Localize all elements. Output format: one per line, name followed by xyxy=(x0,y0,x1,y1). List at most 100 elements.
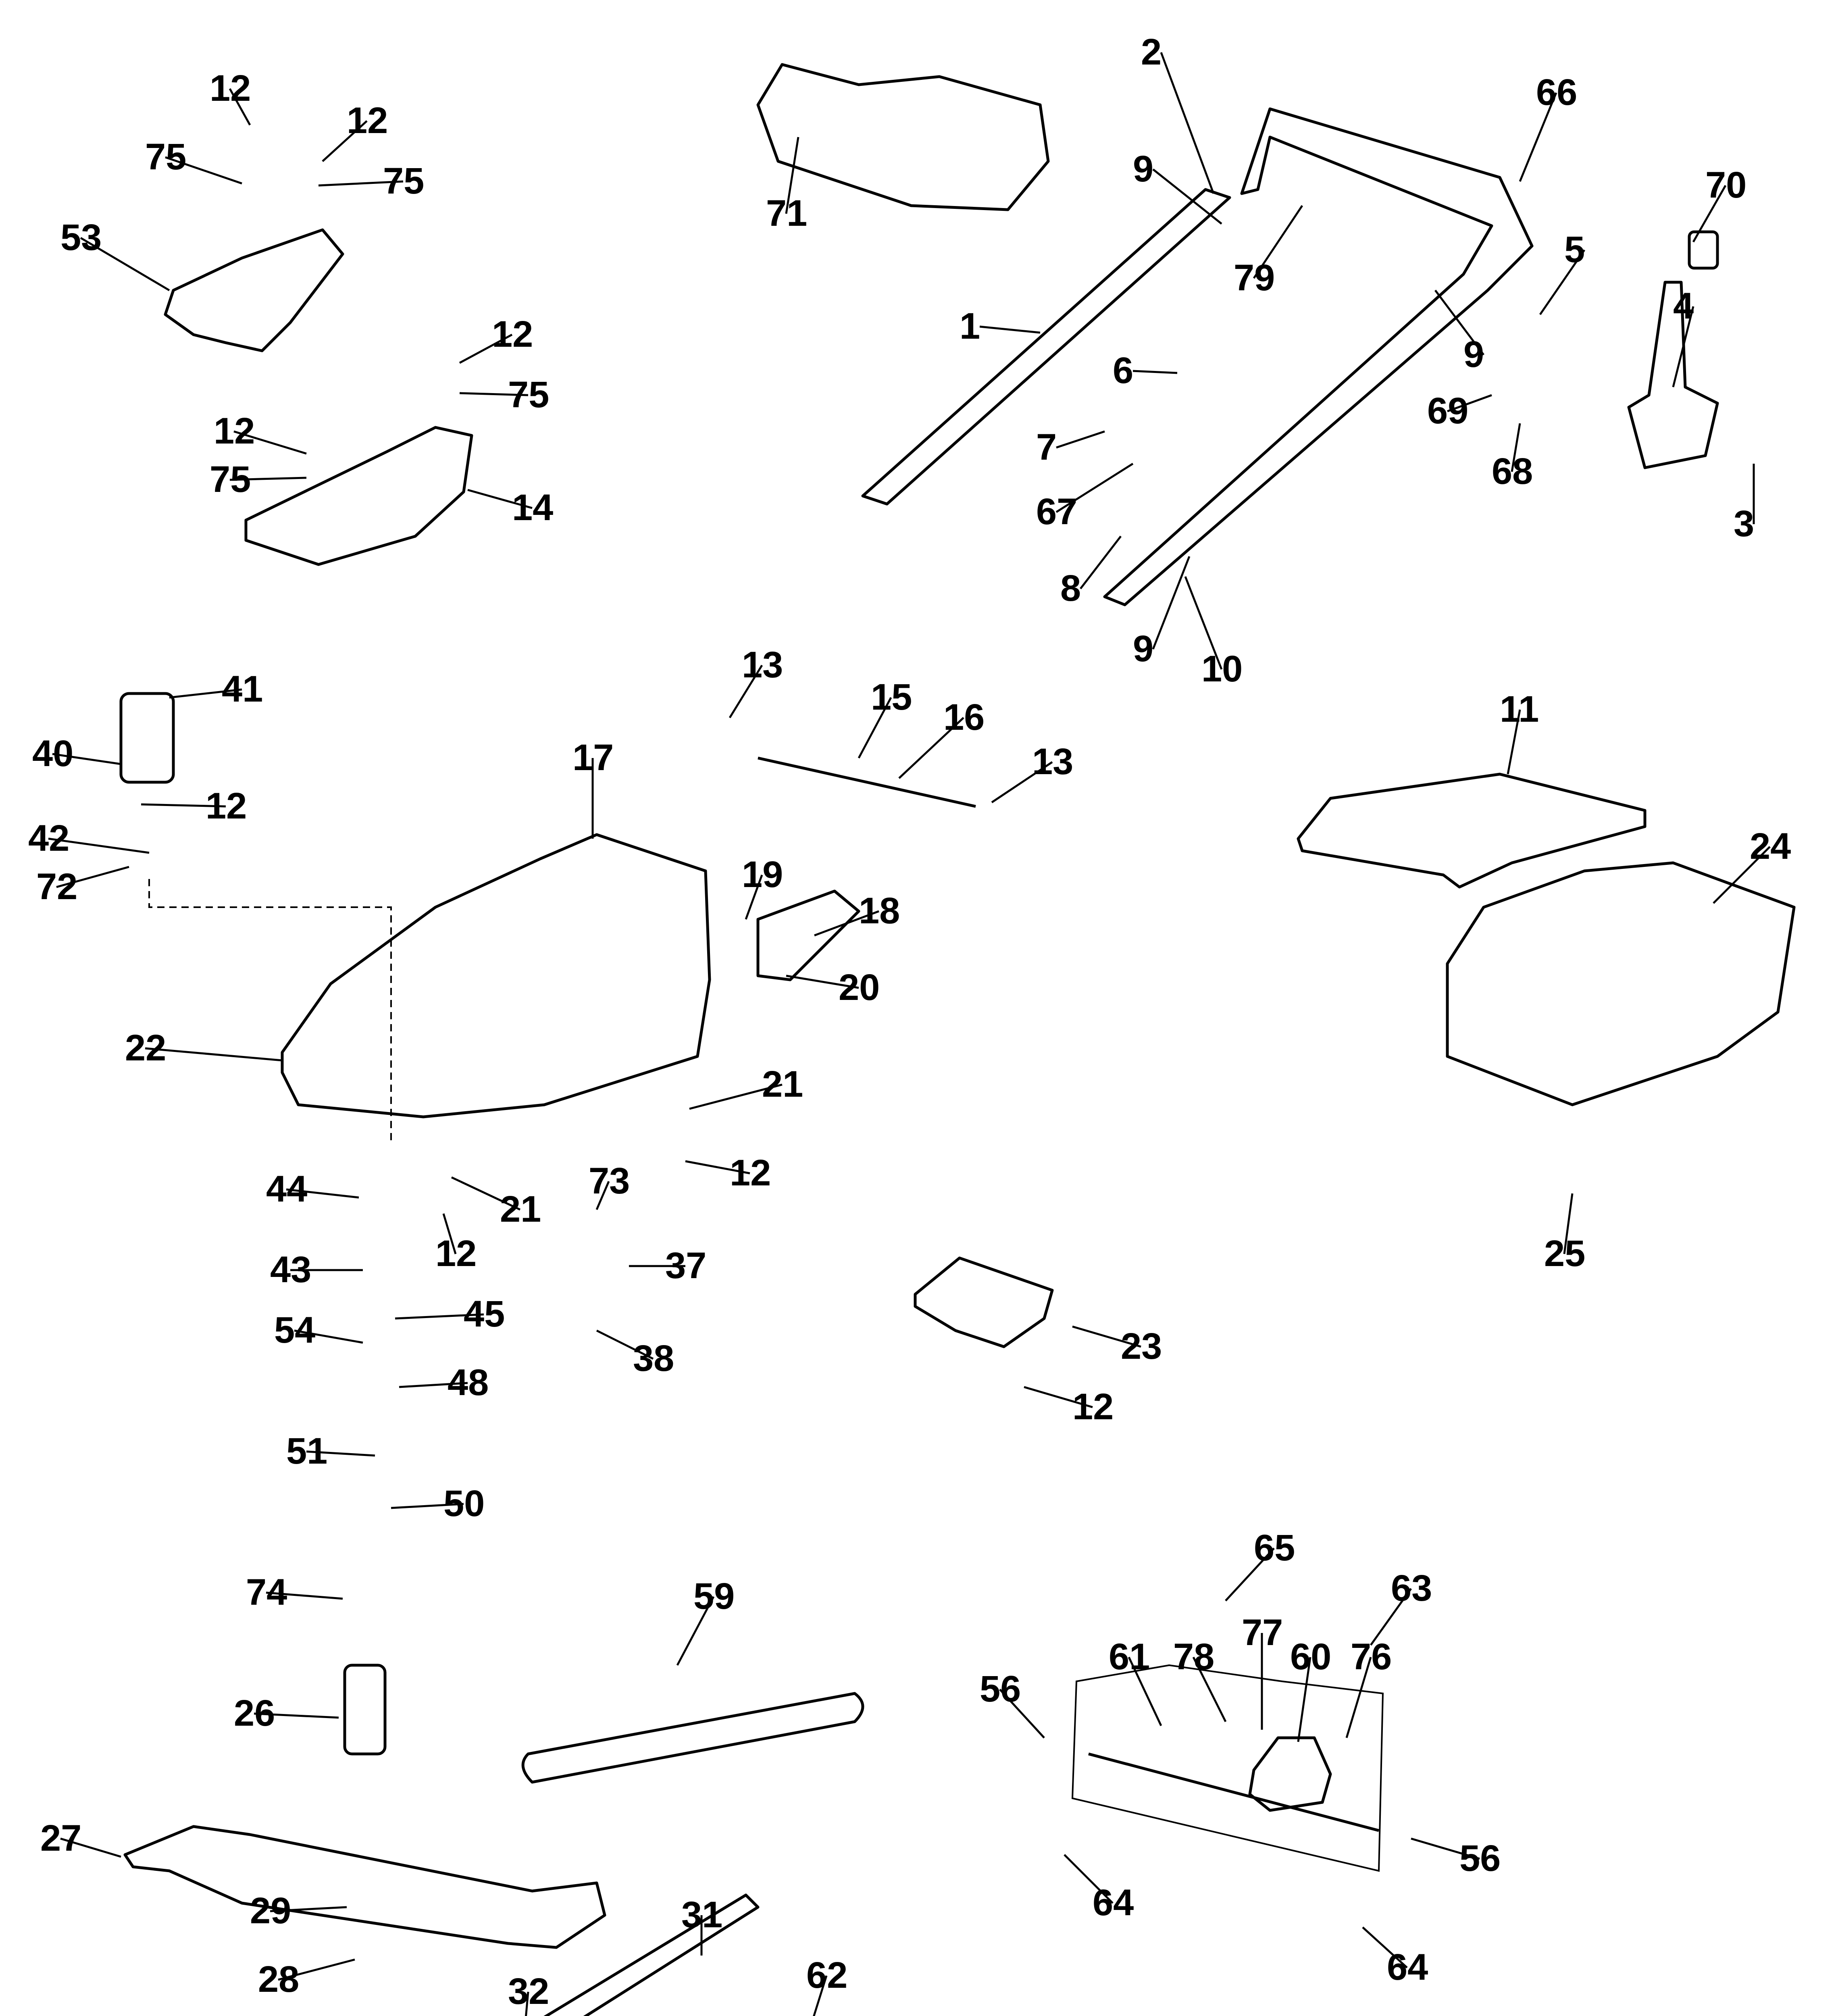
callout-79: 79 xyxy=(1234,205,1303,298)
leader-line xyxy=(286,1188,359,1199)
part-number-label: 43 xyxy=(270,1249,311,1290)
leader-line xyxy=(1362,1926,1408,1968)
leader-line xyxy=(169,688,242,699)
callout-68: 68 xyxy=(1492,423,1533,492)
leader-line xyxy=(1447,394,1492,412)
part-number-label: 42 xyxy=(28,818,69,859)
leader-line xyxy=(165,156,242,185)
part-number-label: 26 xyxy=(234,1693,275,1734)
leader-line xyxy=(56,866,129,888)
callout-44: 44 xyxy=(266,1168,359,1210)
leader-line xyxy=(729,664,763,719)
part-number-label: 29 xyxy=(250,1890,291,1931)
leader-line xyxy=(451,1176,521,1211)
part-number-label: 73 xyxy=(589,1160,630,1202)
part-number-label: 22 xyxy=(125,1027,166,1068)
leader-line xyxy=(1080,535,1122,589)
part-number-label: 78 xyxy=(1173,1636,1214,1677)
part-number-label: 56 xyxy=(1459,1838,1501,1879)
leader-line xyxy=(229,477,307,481)
callout-4: 4 xyxy=(1672,285,1694,387)
part-number-label: 72 xyxy=(36,866,77,907)
part-number-label: 70 xyxy=(1705,165,1746,206)
leader-line xyxy=(525,1991,529,2016)
callout-3: 3 xyxy=(1734,464,1755,544)
leader-line xyxy=(1056,430,1105,449)
part-number-label: 23 xyxy=(1121,1326,1162,1367)
part-number-label: 7 xyxy=(1036,427,1057,468)
part-number-label: 19 xyxy=(742,854,783,895)
callout-62: 62 xyxy=(806,1955,847,2016)
part-4-lever xyxy=(1627,281,1719,469)
leader-line xyxy=(270,1906,347,1912)
callout-64: 64 xyxy=(1064,1854,1134,1923)
callout-2: 2 xyxy=(1141,31,1215,194)
part-number-label: 12 xyxy=(730,1152,771,1193)
part-number-label: 12 xyxy=(435,1233,477,1274)
part-1-handle-tube xyxy=(861,188,1231,506)
callout-12: 12 xyxy=(141,785,247,827)
leader-line xyxy=(1672,306,1694,387)
leader-line xyxy=(991,761,1053,804)
callout-41: 41 xyxy=(169,669,263,710)
leader-line xyxy=(1192,1656,1227,1722)
callout-9: 9 xyxy=(1133,556,1191,669)
leader-line xyxy=(1064,1854,1114,1904)
callout-67: 67 xyxy=(1036,462,1134,532)
part-number-label: 1 xyxy=(960,306,980,347)
part-number-label: 54 xyxy=(274,1310,315,1351)
callout-11: 11 xyxy=(1500,689,1539,775)
leader-line xyxy=(306,1450,375,1457)
part-number-label: 21 xyxy=(500,1189,541,1230)
part-number-label: 62 xyxy=(806,1955,847,1996)
part-14-bracket xyxy=(244,426,473,566)
part-53-cover xyxy=(164,228,344,352)
callout-13: 13 xyxy=(729,644,783,719)
leader-line xyxy=(80,237,170,292)
part-number-label: 40 xyxy=(32,733,73,774)
callout-12: 12 xyxy=(214,410,307,455)
leader-line xyxy=(1370,1588,1412,1646)
part-number-label: 71 xyxy=(766,193,807,234)
part-drawings xyxy=(119,63,1796,2016)
leader-line xyxy=(1692,185,1727,243)
callout-15: 15 xyxy=(858,677,912,759)
callout-77: 77 xyxy=(1242,1612,1283,1730)
part-24-grass-bag xyxy=(1446,861,1796,1106)
callout-42: 42 xyxy=(28,818,150,859)
leader-line xyxy=(596,1329,654,1360)
part-65-group-outline xyxy=(1071,1664,1384,1872)
callout-48: 48 xyxy=(399,1362,489,1403)
part-number-label: 10 xyxy=(1201,648,1243,689)
part-number-label: 13 xyxy=(742,644,783,685)
part-number-label: 69 xyxy=(1427,390,1468,431)
alignment-dashed-line xyxy=(148,879,392,1145)
callout-9: 9 xyxy=(1133,148,1222,225)
callout-75: 75 xyxy=(318,160,424,202)
leader-line xyxy=(676,1596,715,1666)
leader-line xyxy=(1434,289,1484,356)
part-number-label: 4 xyxy=(1673,285,1694,327)
callout-76: 76 xyxy=(1345,1636,1392,1738)
callout-12: 12 xyxy=(435,1213,477,1274)
leader-line xyxy=(395,1313,484,1320)
callout-25: 25 xyxy=(1544,1193,1585,1274)
leader-line xyxy=(294,1329,363,1344)
callout-13: 13 xyxy=(991,741,1073,804)
part-number-label: 9 xyxy=(1133,628,1153,669)
callout-56: 56 xyxy=(980,1668,1045,1739)
leader-line xyxy=(467,489,533,509)
callout-26: 26 xyxy=(234,1693,339,1734)
part-71-handle-cover xyxy=(756,63,1050,211)
leader-line xyxy=(229,88,251,126)
leader-line xyxy=(52,753,121,765)
part-number-label: 56 xyxy=(980,1668,1021,1710)
leader-line xyxy=(1152,556,1191,650)
leader-line xyxy=(898,717,964,779)
callout-16: 16 xyxy=(898,697,985,779)
part-number-label: 12 xyxy=(347,100,388,141)
callout-31: 31 xyxy=(681,1894,722,1956)
part-number-label: 45 xyxy=(464,1293,505,1335)
callout-72: 72 xyxy=(36,866,129,907)
callout-40: 40 xyxy=(32,733,121,774)
